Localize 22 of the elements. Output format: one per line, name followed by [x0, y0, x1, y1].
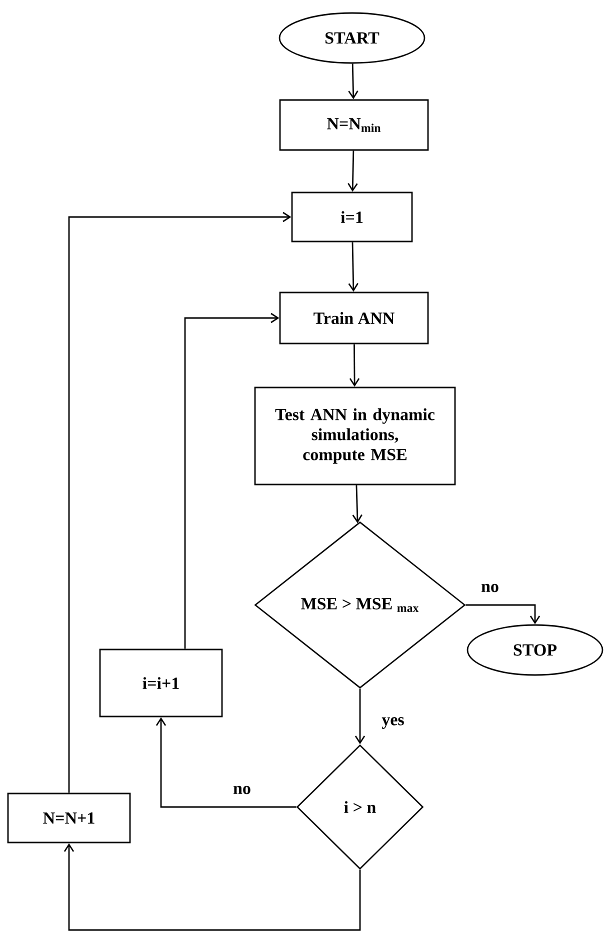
process-box: N=N+1 [7, 792, 131, 844]
arrow [68, 212, 292, 793]
process-box: Test ANN in dynamic simulations, compute MSE [254, 386, 456, 486]
arrow [348, 64, 358, 100]
arrow [348, 242, 358, 292]
process-box: i=1 [291, 192, 413, 242]
arrow [184, 312, 280, 649]
edge-label: yes [380, 716, 406, 730]
arrow [64, 843, 361, 931]
arrow [354, 688, 366, 744]
arrow [352, 485, 362, 524]
arrow [349, 344, 360, 387]
process-box: Train ANN [279, 292, 429, 344]
edge-label: no [480, 582, 500, 594]
terminal-oval: START [278, 12, 426, 64]
process-box: N=N$_{min}$ [279, 99, 429, 151]
edge-label: no [232, 784, 252, 796]
process-box: i=i+1 [99, 648, 223, 718]
terminal-oval: STOP [466, 624, 604, 676]
arrow [466, 604, 540, 624]
arrow [156, 717, 296, 808]
arrow [348, 150, 358, 192]
